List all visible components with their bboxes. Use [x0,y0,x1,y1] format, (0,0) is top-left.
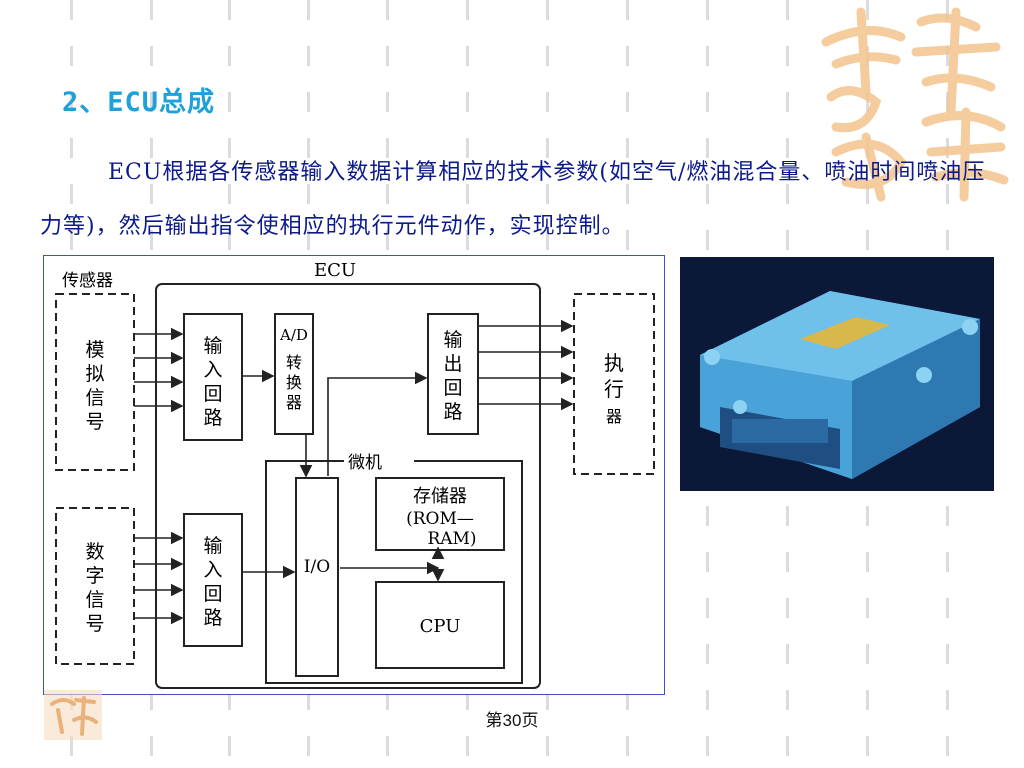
input-circuit-top-char-1: 输 [203,335,222,357]
ad-converter-char-2: 换 [286,373,302,392]
digital-signal-char-3: 信 [85,589,104,611]
ecu-label: ECU [314,260,356,281]
analog-signal-char-2: 拟 [85,363,104,385]
output-circuit-char-3: 回 [443,377,462,399]
actuator-char-1: 执 [604,351,624,375]
io-box [296,478,338,676]
ad-converter-char-3: 器 [286,393,302,412]
description-paragraph: ECU根据各传感器输入数据计算相应的技术参数(如空气/燃油混合量、喷油时间喷油压… [40,146,990,254]
actuator-char-2: 行 [604,377,624,401]
io-label: I/O [304,557,330,577]
section-heading: 2、ECU总成 [62,80,215,119]
analog-signal-char-4: 号 [85,411,104,433]
analog-signal-char-3: 信 [85,387,104,409]
ecu-block-diagram: 传感器 ECU 模 拟 信 号 数 字 信 号 输 入 回 路 输 入 回 路 … [43,255,665,695]
digital-signal-char-1: 数 [85,541,104,563]
actuator-char-3: 器 [606,407,622,426]
output-circuit-char-4: 路 [443,401,462,423]
ecu-product-image [680,257,994,491]
page-number: 第30页 [0,706,1024,731]
input-circuit-top-char-3: 回 [203,383,222,405]
output-circuit-char-2: 出 [443,353,462,375]
ad-converter-char-1: 转 [286,353,302,372]
microcomputer-label: 微机 [348,453,382,473]
input-circuit-top-char-4: 路 [203,407,222,429]
memory-label-line-2: (ROM— [406,509,474,529]
ecu-diagram-svg: 传感器 ECU 模 拟 信 号 数 字 信 号 输 入 回 路 输 入 回 路 … [44,256,664,694]
output-circuit-char-1: 输 [443,329,462,351]
input-circuit-bottom-char-2: 入 [203,559,222,581]
input-circuit-top-char-2: 入 [203,359,222,381]
digital-signal-char-4: 号 [85,613,104,635]
input-circuit-bottom-char-3: 回 [203,583,222,605]
sensor-group-label: 传感器 [62,271,113,291]
digital-signal-char-2: 字 [85,565,104,587]
memory-label-line-1: 存储器 [413,486,467,507]
input-circuit-bottom-char-1: 输 [203,535,222,557]
analog-signal-char-1: 模 [85,339,104,361]
input-circuit-bottom-char-4: 路 [203,607,222,629]
memory-label-line-3: RAM) [427,529,476,549]
ad-converter-title: A/D [279,326,308,344]
cpu-label: CPU [420,616,461,637]
